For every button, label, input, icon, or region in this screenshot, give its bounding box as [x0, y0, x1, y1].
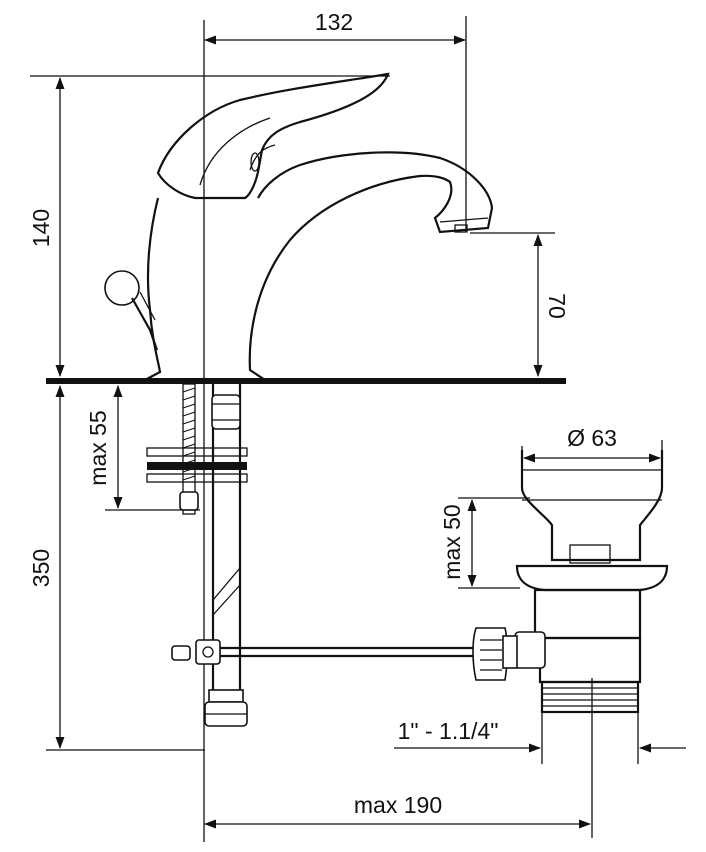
waste-diameter-label: Ø 63 — [567, 425, 617, 451]
spout-height-label: 70 — [544, 293, 570, 319]
below-deck-length-label: 350 — [28, 549, 54, 587]
deck-surface — [46, 378, 566, 384]
center-lines — [30, 16, 555, 842]
dimension-lines — [46, 35, 686, 829]
below-deck-assembly — [146, 383, 476, 727]
waste-thread-label: 1" - 1.1/4" — [398, 718, 499, 744]
total-height-label: 140 — [28, 209, 54, 247]
plug-lift-label: max 50 — [439, 504, 465, 579]
waste-assembly — [472, 450, 669, 838]
deck-thickness-label: max 55 — [85, 410, 111, 485]
spout-reach-label: 132 — [315, 9, 353, 35]
faucet-body — [104, 72, 494, 382]
rod-reach-label: max 190 — [354, 792, 442, 818]
